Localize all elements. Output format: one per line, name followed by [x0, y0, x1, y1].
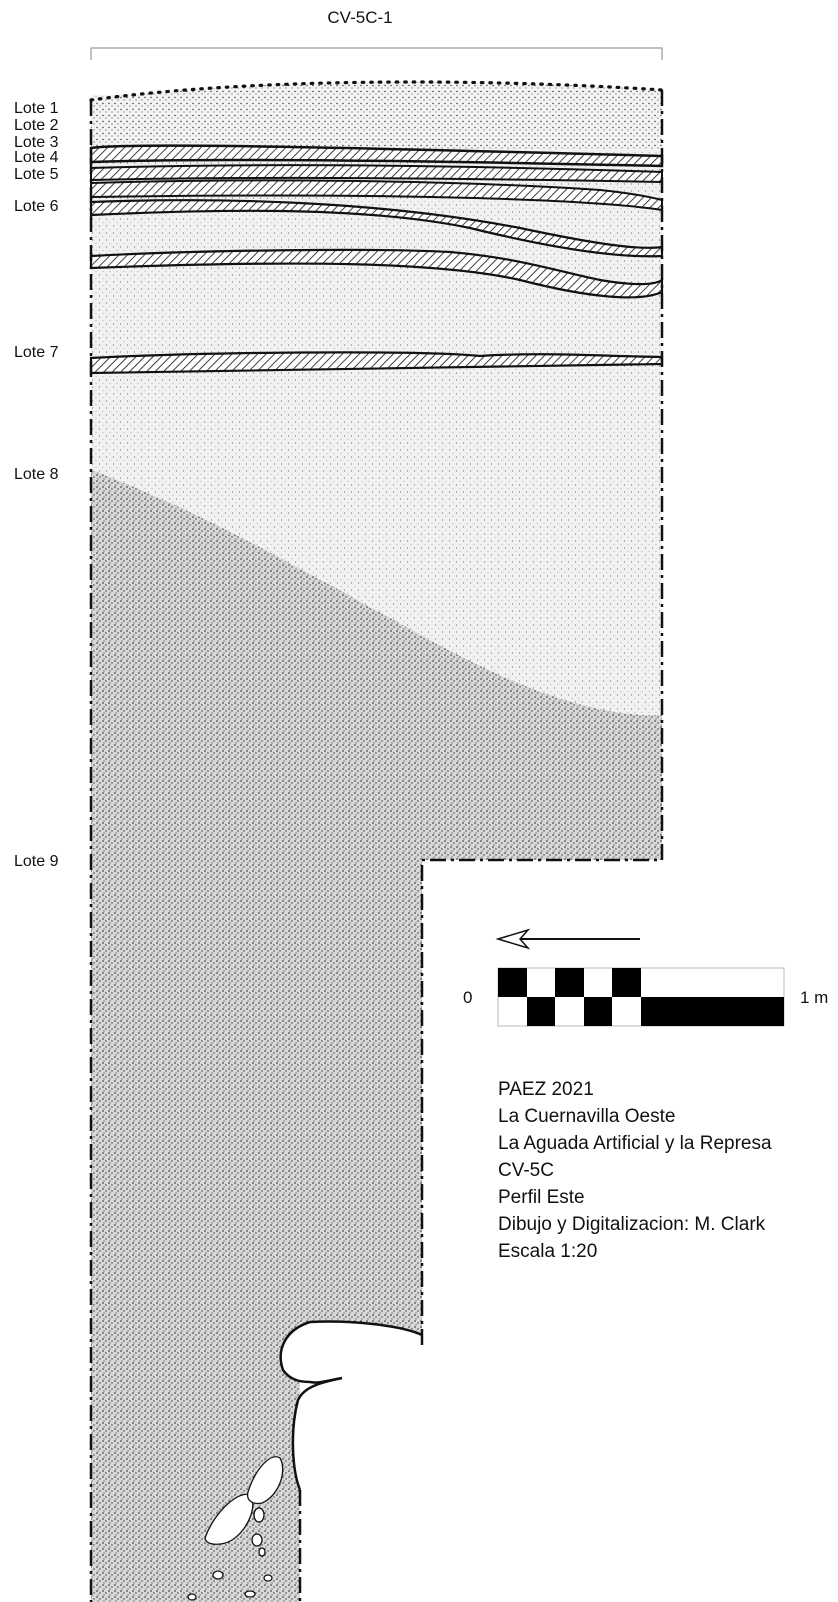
drawing-title: CV-5C-1: [327, 8, 393, 27]
lote-5-label: Lote 5: [14, 166, 59, 183]
lote3-band: [89, 144, 664, 168]
rock-cave-outline: [280, 1321, 422, 1602]
surface-dotted-line: [89, 80, 664, 102]
title-bracket: [90, 47, 663, 60]
lote-4-label: Lote 4: [14, 149, 59, 166]
note-site: La Cuernavilla Oeste: [498, 1106, 676, 1127]
lote-7-label: Lote 7: [14, 344, 59, 361]
lote1-deposit: [91, 81, 662, 150]
rock-cave-line: [279, 1320, 423, 1491]
lote7-band: [89, 351, 664, 375]
stones: [187, 1456, 284, 1601]
lote-9-label: Lote 9: [14, 853, 59, 870]
lote9-deposit: [91, 470, 662, 1602]
scale-bar: [497, 967, 785, 1027]
note-author-year: PAEZ 2021: [498, 1079, 594, 1100]
lote-2-label: Lote 2: [14, 117, 59, 134]
scale-end-label: 1 m: [800, 988, 829, 1007]
note-scale: Escala 1:20: [498, 1241, 598, 1262]
note-unit: CV-5C: [498, 1160, 554, 1181]
lote-3-label: Lote 3: [14, 134, 59, 151]
lote-1-label: Lote 1: [14, 100, 59, 117]
note-area: La Aguada Artificial y la Represa: [498, 1133, 772, 1154]
note-profile: Perfil Este: [498, 1187, 585, 1208]
lote-8-label: Lote 8: [14, 466, 59, 483]
lote6-band-lower: [89, 248, 664, 299]
scale-start-label: 0: [463, 988, 473, 1007]
drawing-notes: PAEZ 2021 La Cuernavilla Oeste La Aguada…: [498, 1076, 772, 1265]
excavation-boundary: [89, 90, 664, 1602]
note-credits: Dibujo y Digitalizacion: M. Clark: [498, 1214, 766, 1235]
direction-arrow: [495, 928, 640, 950]
lote-6-label: Lote 6: [14, 198, 59, 215]
lote5-band: [90, 179, 663, 212]
